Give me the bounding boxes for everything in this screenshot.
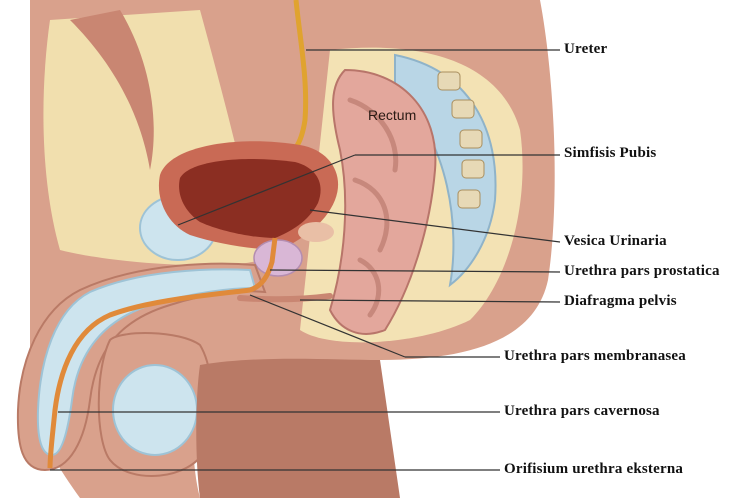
- label-urethra-pars-membranasea: Urethra pars membranasea: [504, 348, 686, 365]
- label-ureter: Ureter: [564, 41, 607, 58]
- label-orifisium-urethra-eksterna: Orifisium urethra eksterna: [504, 461, 683, 478]
- label-vesica-urinaria: Vesica Urinaria: [564, 233, 667, 250]
- label-diafragma-pelvis: Diafragma pelvis: [564, 293, 677, 310]
- thigh: [196, 359, 400, 498]
- label-urethra-pars-cavernosa: Urethra pars cavernosa: [504, 403, 660, 420]
- testis: [113, 365, 197, 455]
- label-urethra-pars-prostatica: Urethra pars prostatica: [564, 263, 720, 280]
- seminal-vesicle: [298, 222, 334, 242]
- label-simfisis-pubis: Simfisis Pubis: [564, 145, 656, 162]
- rectum-label: Rectum: [368, 107, 416, 123]
